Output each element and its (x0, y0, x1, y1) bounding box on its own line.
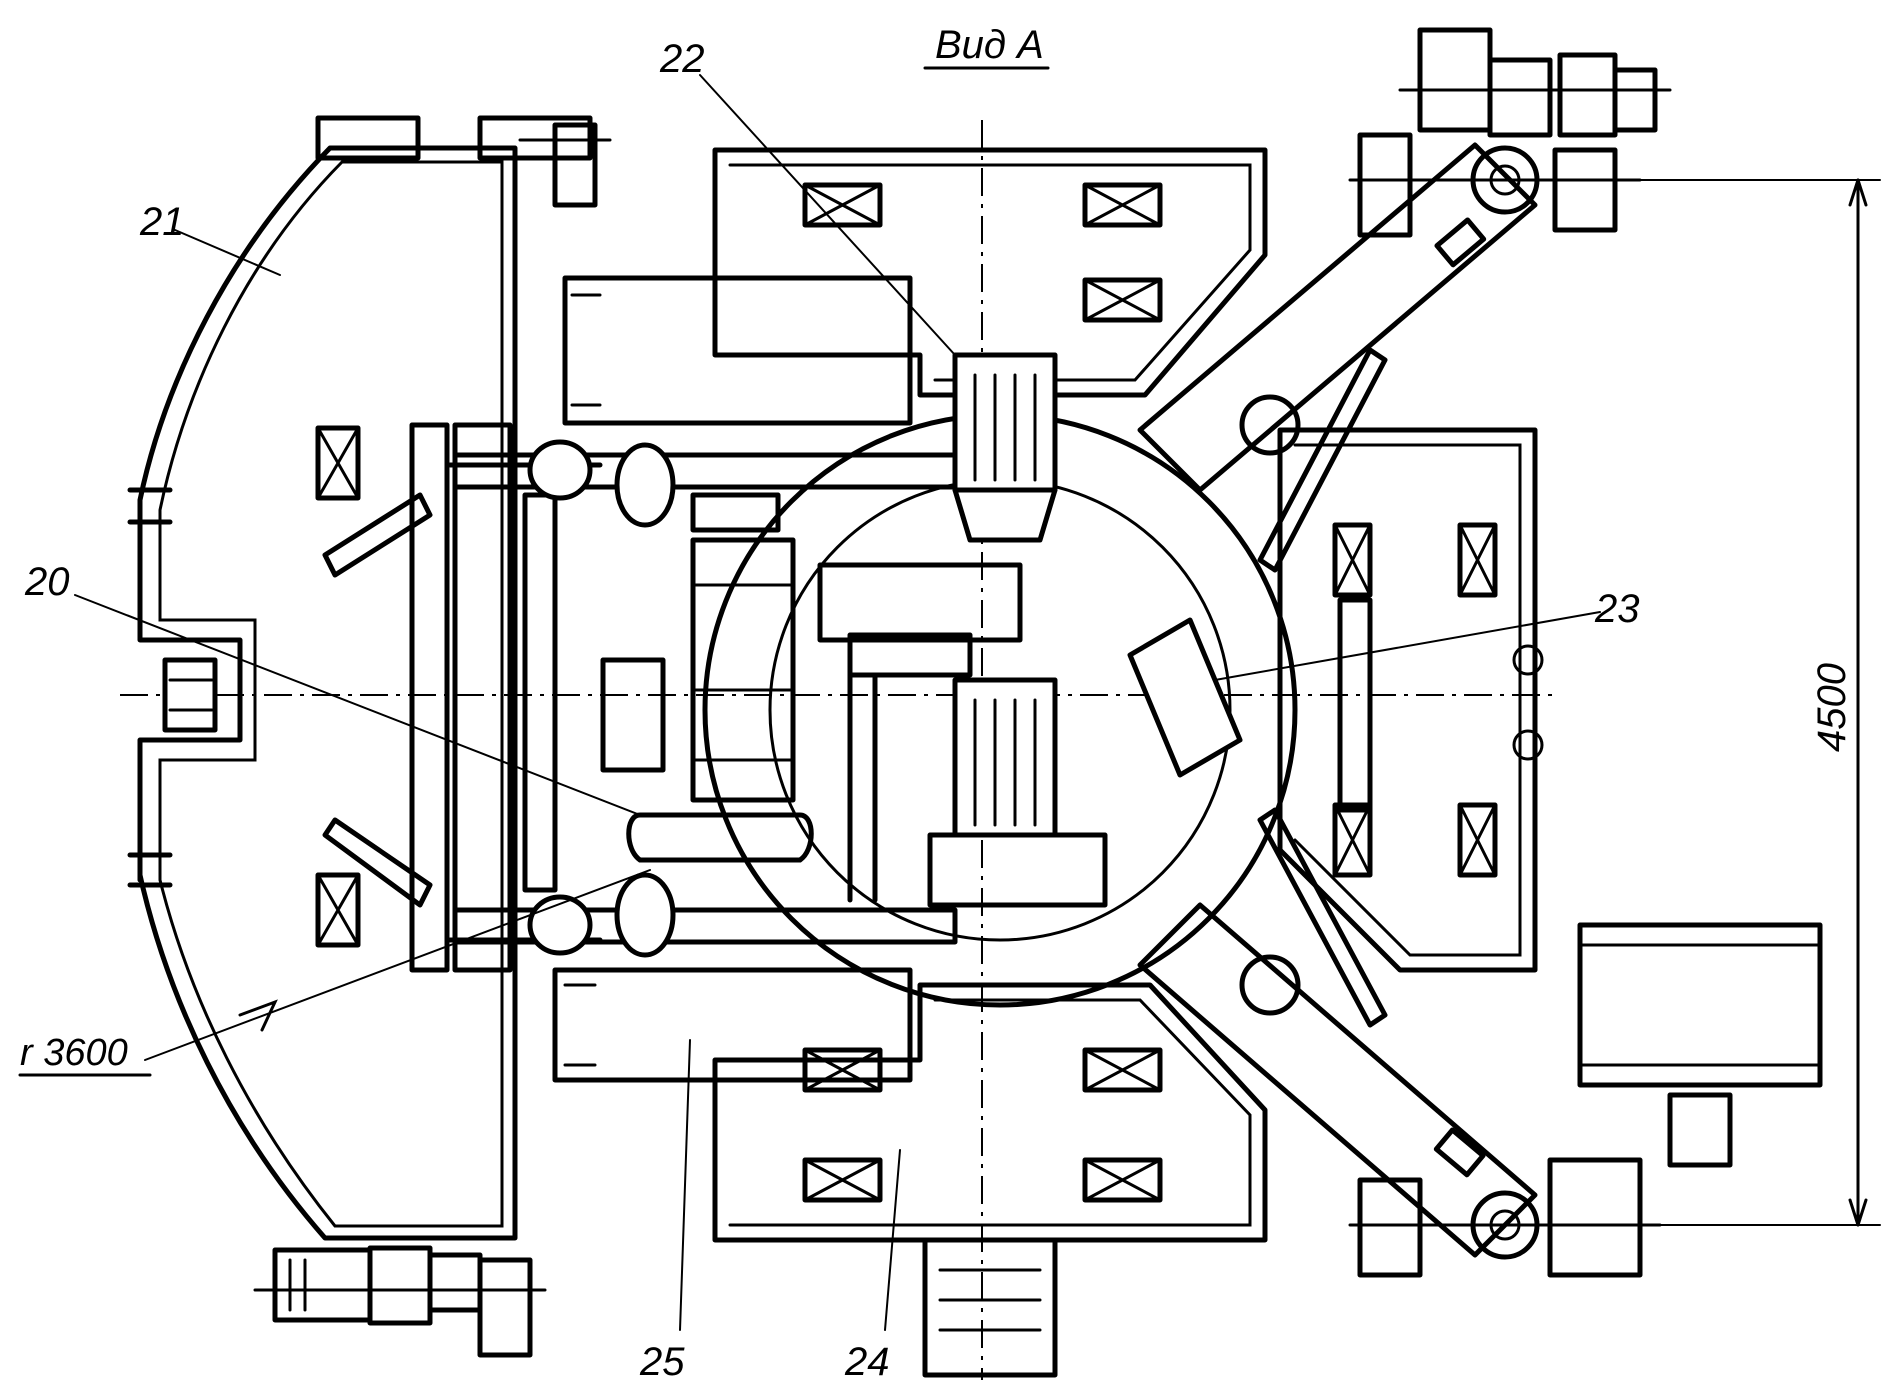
left-mounting-pads (315, 425, 361, 948)
dimension-label: 4500 (1810, 663, 1854, 752)
label-20: 20 (24, 560, 70, 604)
top-right-drive (1348, 27, 1672, 238)
top-plate-22 (712, 147, 1268, 398)
top-left-drive (315, 115, 612, 208)
vertical-frame (322, 422, 603, 973)
bottom-left-drive (253, 1245, 547, 1358)
view-title: Вид А (935, 23, 1044, 67)
bottom-right-drive (1348, 922, 1823, 1278)
central-gearbox (817, 562, 1108, 908)
left-platform (127, 145, 518, 1241)
right-plate (1277, 427, 1544, 973)
label-24: 24 (844, 1340, 890, 1384)
central-motor (952, 352, 1058, 543)
dimension-4500: 4500 (1559, 178, 1881, 1227)
radius-label: r 3600 (20, 1032, 128, 1074)
top-housing (562, 275, 913, 426)
label-22: 22 (659, 37, 705, 81)
inclined-motor (1127, 617, 1243, 778)
leader-lines (74, 74, 1601, 1331)
right-roller (1337, 597, 1373, 813)
horizontal-shafts (452, 439, 958, 958)
label-21: 21 (139, 200, 185, 244)
bottom-plate-24 (712, 982, 1268, 1378)
wheel-bracket (626, 812, 814, 863)
bottom-housing-25 (552, 967, 913, 1083)
label-23: 23 (1594, 587, 1640, 631)
label-25: 25 (639, 1340, 685, 1384)
upper-arm (1137, 142, 1540, 573)
left-drums (600, 492, 796, 803)
